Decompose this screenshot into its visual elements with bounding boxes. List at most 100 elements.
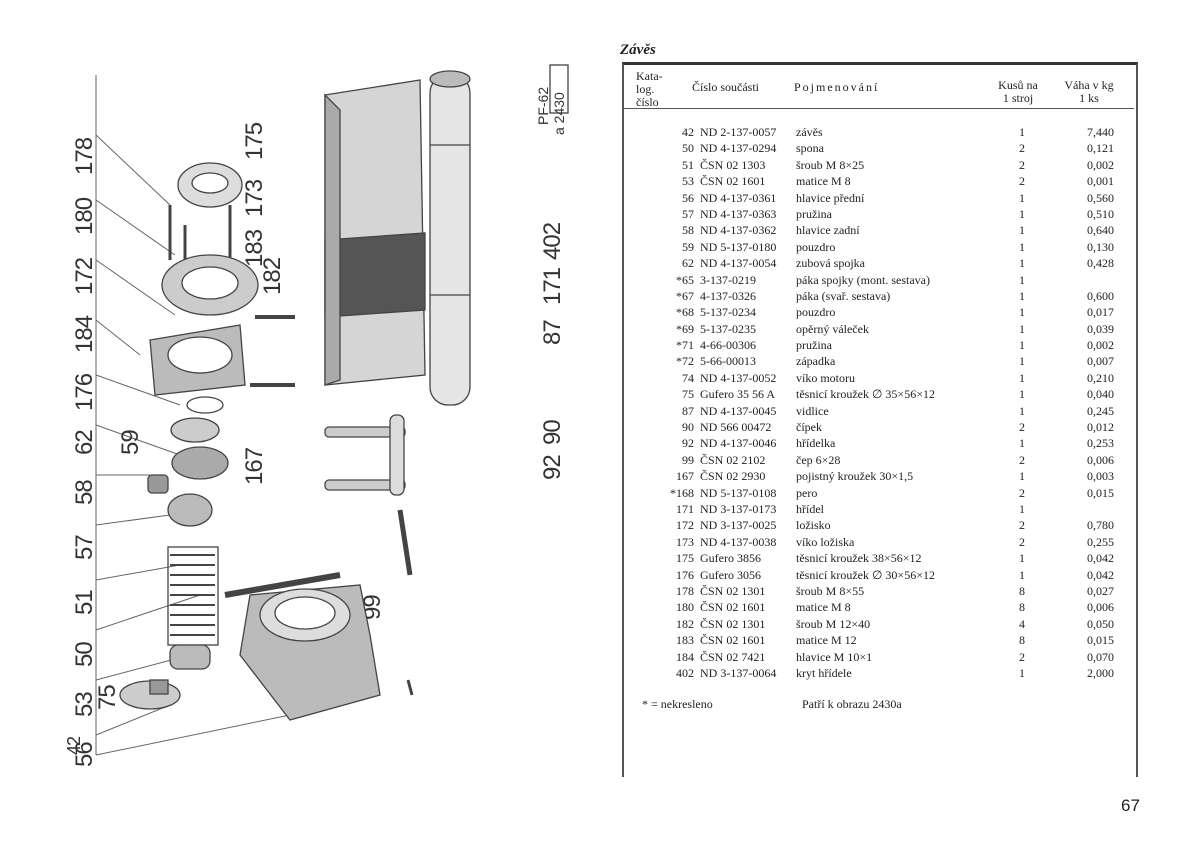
- cell-catalog-number: 402: [676, 665, 694, 680]
- cell-catalog-number: *71: [676, 338, 694, 353]
- cell-part-name: západka: [796, 354, 836, 369]
- header-name: Pojmenování: [794, 80, 880, 94]
- cell-part-name: čípek: [796, 420, 822, 435]
- cell-catalog-number: 59: [682, 239, 694, 254]
- cell-part-name: opěrný váleček: [796, 321, 869, 336]
- header-part-number: Číslo součásti: [692, 80, 760, 94]
- cell-quantity: 2: [1019, 157, 1025, 172]
- callout-50: 50: [71, 642, 98, 667]
- cell-catalog-number: 51: [682, 157, 694, 172]
- cell-quantity: 2: [1019, 452, 1025, 467]
- cell-catalog-number: 50: [682, 141, 694, 156]
- cell-catalog-number: 180: [676, 600, 694, 615]
- callout-176: 176: [71, 373, 98, 411]
- cell-part-name: matice M 12: [796, 633, 857, 648]
- cell-quantity: 2: [1019, 174, 1025, 189]
- cell-weight: 0,002: [1087, 157, 1114, 172]
- cell-part-name: zubová spojka: [796, 256, 865, 271]
- cell-quantity: 1: [1019, 321, 1025, 336]
- cell-quantity: 1: [1019, 190, 1025, 205]
- exploded-drawing: 178 180 172 184 176 62 58 57 51 50 53 56: [40, 55, 600, 775]
- cell-part-number: ND 4-137-0046: [700, 436, 777, 451]
- cell-catalog-number: 173: [676, 534, 694, 549]
- cell-weight: 0,001: [1087, 174, 1114, 189]
- cell-part-number: Gufero 35 56 A: [700, 387, 775, 402]
- cell-quantity: 1: [1019, 370, 1025, 385]
- callout-178: 178: [71, 137, 98, 175]
- cell-weight: 0,253: [1087, 436, 1114, 451]
- cell-part-name: šroub M 12×40: [796, 616, 871, 631]
- cell-part-number: ČSN 02 1601: [700, 633, 766, 648]
- cell-weight: 0,006: [1087, 600, 1114, 615]
- cell-part-number: 3-137-0219: [700, 272, 756, 287]
- cell-quantity: 1: [1019, 288, 1025, 303]
- cell-catalog-number: *67: [676, 288, 694, 303]
- cell-catalog-number: 42: [682, 125, 694, 139]
- cell-part-name: spona: [796, 141, 824, 156]
- cell-weight: 0,012: [1087, 420, 1114, 435]
- cell-weight: 2,000: [1087, 665, 1114, 680]
- table-frame: [622, 62, 1138, 777]
- cell-quantity: 1: [1019, 387, 1025, 402]
- callout-57: 57: [71, 535, 98, 560]
- cell-part-name: ložisko: [796, 518, 831, 533]
- header-count-line2: 1 stroj: [1002, 91, 1034, 105]
- cell-catalog-number: 53: [682, 174, 694, 189]
- cell-part-number: ND 3-137-0025: [700, 518, 777, 533]
- cell-part-number: ND 3-137-0173: [700, 501, 777, 516]
- cell-part-name: pouzdro: [796, 305, 836, 320]
- cell-quantity: 8: [1019, 600, 1025, 615]
- cell-weight: 0,017: [1087, 305, 1114, 320]
- header-catalog-line3: číslo: [636, 95, 659, 109]
- cell-weight: 0,039: [1087, 321, 1114, 336]
- callout-180: 180: [71, 197, 98, 235]
- cell-catalog-number: *72: [676, 354, 694, 369]
- cell-part-number: ČSN 02 7421: [700, 649, 766, 664]
- cell-weight: 0,255: [1087, 534, 1114, 549]
- callout-51: 51: [71, 590, 98, 615]
- cell-part-name: pružina: [796, 338, 832, 353]
- cell-catalog-number: *68: [676, 305, 694, 320]
- cell-part-name: páka (svař. sestava): [796, 288, 891, 303]
- callout-56: 56: [71, 742, 98, 767]
- cell-part-name: těsnicí kroužek ∅ 35×56×12: [796, 387, 935, 402]
- footnote: * = nekresleno: [642, 697, 713, 711]
- cell-part-number: ČSN 02 2930: [700, 469, 766, 484]
- cell-catalog-number: *65: [676, 272, 694, 287]
- cell-weight: 0,780: [1087, 518, 1114, 533]
- cell-catalog-number: *168: [670, 485, 694, 500]
- cell-quantity: 2: [1019, 534, 1025, 549]
- cell-quantity: 1: [1019, 272, 1025, 287]
- cell-part-number: ČSN 02 2102: [700, 452, 766, 467]
- cell-weight: 0,121: [1087, 141, 1114, 156]
- cell-part-number: ND 4-137-0294: [700, 141, 777, 156]
- cell-weight: 0,640: [1087, 223, 1114, 238]
- cell-part-number: ND 566 00472: [700, 420, 772, 435]
- cell-part-name: víko ložiska: [796, 534, 855, 549]
- cell-part-name: šroub M 8×25: [796, 157, 865, 172]
- cell-part-number: ND 5-137-0108: [700, 485, 777, 500]
- cell-catalog-number: 99: [682, 452, 694, 467]
- cell-catalog-number: 178: [676, 583, 694, 598]
- cell-part-name: pojistný kroužek 30×1,5: [796, 469, 914, 484]
- part-shapes: [119, 70, 471, 721]
- cell-part-name: hlavice zadní: [796, 223, 860, 238]
- cell-part-name: pružina: [796, 206, 832, 221]
- cell-part-number: 5-66-00013: [700, 354, 756, 369]
- cell-weight: 0,600: [1087, 288, 1114, 303]
